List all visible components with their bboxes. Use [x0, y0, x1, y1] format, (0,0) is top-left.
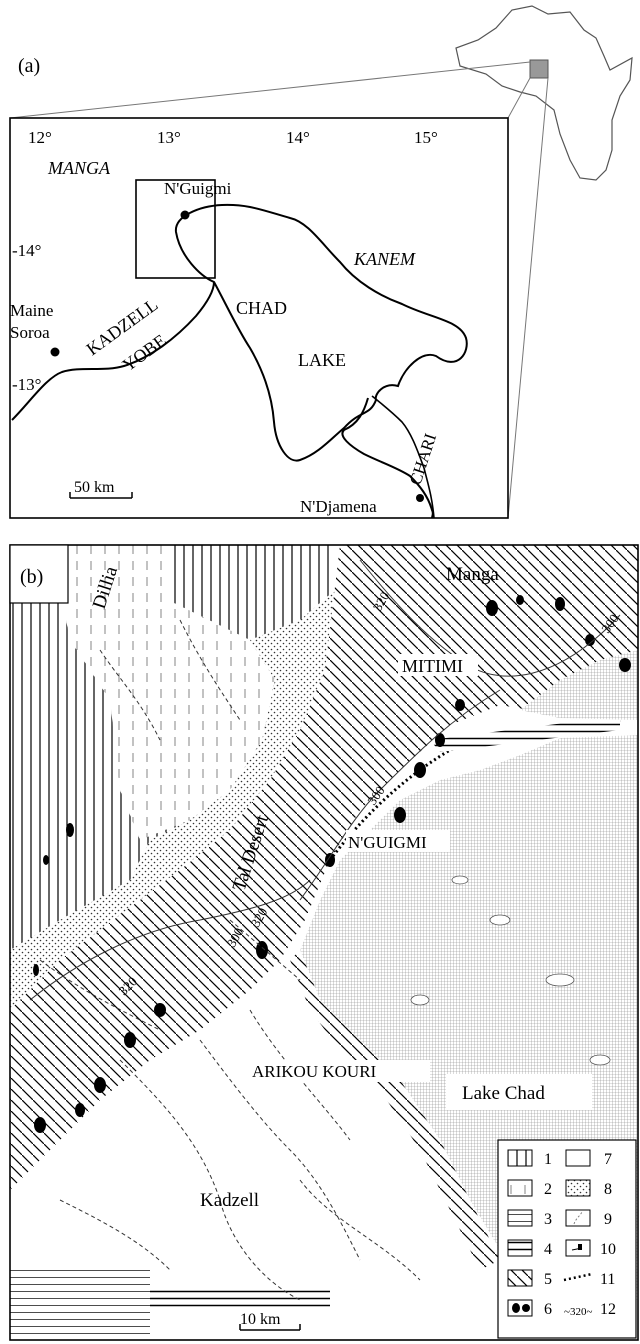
- legend-swatch-7: [565, 1149, 591, 1167]
- logone-river: [371, 395, 435, 519]
- label-lake-chad: Lake Chad: [462, 1083, 545, 1104]
- lon-tick-14: 14°: [286, 128, 310, 147]
- maine-label: Maine: [10, 301, 53, 320]
- africa-inset: [455, 5, 633, 181]
- study-area-marker: [529, 59, 549, 79]
- legend-label-2: 2: [544, 1181, 552, 1198]
- scale-label-a: 50 km: [74, 479, 115, 496]
- inset-connectors: [9, 61, 549, 519]
- unit-2-dillia: [60, 545, 275, 840]
- legend-label-12: 12: [600, 1301, 616, 1318]
- arikou-place: ARIKOU KOURI: [246, 1060, 430, 1082]
- lat-tick-13: -13°: [12, 375, 41, 394]
- unit-3-bottom: [10, 1265, 150, 1340]
- panel-a-map: 12° 13° 14° 15° -14° -13° MANGA KANEM N'…: [9, 117, 509, 519]
- label-kadzell: Kadzell: [200, 1190, 259, 1211]
- label-manga-b: Manga: [446, 564, 499, 585]
- legend-swatch-3: [507, 1209, 533, 1227]
- unit-5-arikou-belt: [290, 950, 500, 1270]
- legend-label-6: 6: [544, 1301, 552, 1318]
- legend-swatch-5: [507, 1269, 533, 1287]
- legend-label-11: 11: [600, 1271, 615, 1288]
- lat-tick-14: -14°: [12, 241, 41, 260]
- lon-tick-12: 12°: [28, 128, 52, 147]
- legend-swatch-12: ~320~: [564, 1306, 592, 1318]
- nguigmi-label: N'Guigmi: [164, 179, 232, 198]
- label-mitimi: MITIMI: [402, 656, 463, 676]
- mitimi-grid: [520, 650, 638, 720]
- unit-4-bottom: [150, 1290, 330, 1310]
- yobe-river: [11, 281, 215, 421]
- lake-label-lake: LAKE: [298, 350, 346, 370]
- panel-a-label: (a): [18, 55, 40, 77]
- panel-b-label: (b): [20, 566, 43, 588]
- legend-label-7: 7: [604, 1151, 612, 1168]
- label-nguigmi-b: N'GUIGMI: [348, 833, 427, 852]
- region-kanem: KANEM: [353, 249, 416, 269]
- legend-label-4: 4: [544, 1241, 552, 1258]
- unit-4-strip: [430, 716, 620, 752]
- legend-label-9: 9: [604, 1211, 612, 1228]
- legend-swatch-9: [565, 1209, 591, 1227]
- label-arikou-kouri: ARIKOU KOURI: [252, 1062, 377, 1081]
- legend-swatch-1: [507, 1149, 533, 1167]
- region-manga: MANGA: [47, 158, 111, 178]
- legend-swatch-4: [507, 1239, 533, 1257]
- maine-soroa-dot: [50, 347, 60, 357]
- study-area-box: [135, 179, 216, 279]
- legend-swatch-2: [507, 1179, 533, 1197]
- panel-b-frame: [9, 544, 639, 1341]
- ndjamena-dot: [416, 494, 424, 502]
- panel-b-map: (b) Dillia Manga MITIMI Tal Desert N'GUI…: [9, 544, 639, 1341]
- africa-outline: [455, 5, 633, 181]
- scale-bar-a: 50 km: [69, 479, 133, 499]
- nguigmi-place: N'GUIGMI: [346, 830, 450, 852]
- legend: 1 2 3 4 5 6 ~320~ 7 8 9: [497, 1139, 637, 1339]
- lake-chad-shoreline: [174, 203, 468, 462]
- mitimi-place: MITIMI: [398, 654, 478, 676]
- unit-6-patches: [33, 595, 631, 1133]
- lon-tick-15: 15°: [414, 128, 438, 147]
- legend-label-10: 10: [600, 1241, 616, 1258]
- lake-chad-place: Lake Chad: [446, 1074, 592, 1110]
- legend-label-1: 1: [544, 1151, 552, 1168]
- panel-a-frame: [9, 117, 509, 519]
- unit-5-dune-belt: [10, 545, 638, 1190]
- ndjamena-label: N'Djamena: [300, 497, 377, 516]
- legend-label-3: 3: [544, 1211, 552, 1228]
- legend-label-5: 5: [544, 1271, 552, 1288]
- scale-bar-b: 10 km: [232, 1308, 308, 1332]
- lake-label-chad: CHAD: [236, 298, 287, 318]
- nguigmi-dot: [180, 210, 190, 220]
- soroa-label: Soroa: [10, 323, 50, 342]
- legend-label-8: 8: [604, 1181, 612, 1198]
- chari-river: [341, 397, 434, 519]
- lon-tick-13: 13°: [157, 128, 181, 147]
- legend-swatch-8: [565, 1179, 591, 1197]
- scale-label-b: 10 km: [240, 1311, 281, 1328]
